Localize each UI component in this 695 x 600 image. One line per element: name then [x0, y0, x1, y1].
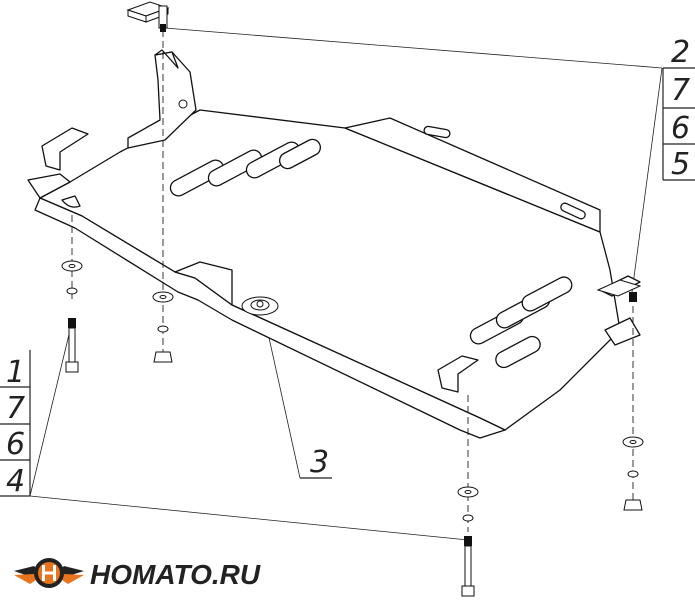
- callout-group-left: 1 7 6 4: [0, 350, 31, 499]
- callout-group-right: 2 7 6 5: [662, 35, 695, 182]
- center-fastener: [241, 296, 279, 316]
- callout-3: 3: [310, 445, 329, 480]
- bracket-left: [41, 127, 89, 171]
- left-hardware-stack: [61, 260, 83, 373]
- brand-name: HOMATO.RU: [90, 559, 261, 590]
- callout-6-left: 6: [6, 427, 25, 462]
- bracket-rear-left: [127, 49, 197, 149]
- vent-slots-right: [469, 276, 573, 369]
- right-front-hardware-stack: [457, 486, 479, 597]
- right-rear-hardware-stack: [596, 279, 644, 511]
- vent-slots-left: [169, 138, 322, 197]
- callout-2: 2: [671, 35, 690, 70]
- callout-4: 4: [6, 464, 25, 499]
- top-bolt: [126, 1, 170, 32]
- callout-1: 1: [6, 355, 25, 390]
- callout-7: 7: [671, 73, 690, 108]
- bracket-right-front: [437, 355, 479, 393]
- winged-h-logo: [14, 558, 84, 588]
- rear-left-hardware-stack: [152, 291, 174, 363]
- callout-5: 5: [671, 147, 690, 182]
- skid-plate: [27, 109, 621, 439]
- callout-6: 6: [671, 111, 690, 146]
- callout-center: 3: [300, 445, 332, 480]
- callout-7-left: 7: [6, 391, 25, 426]
- brand-logo: HOMATO.RU: [14, 558, 261, 590]
